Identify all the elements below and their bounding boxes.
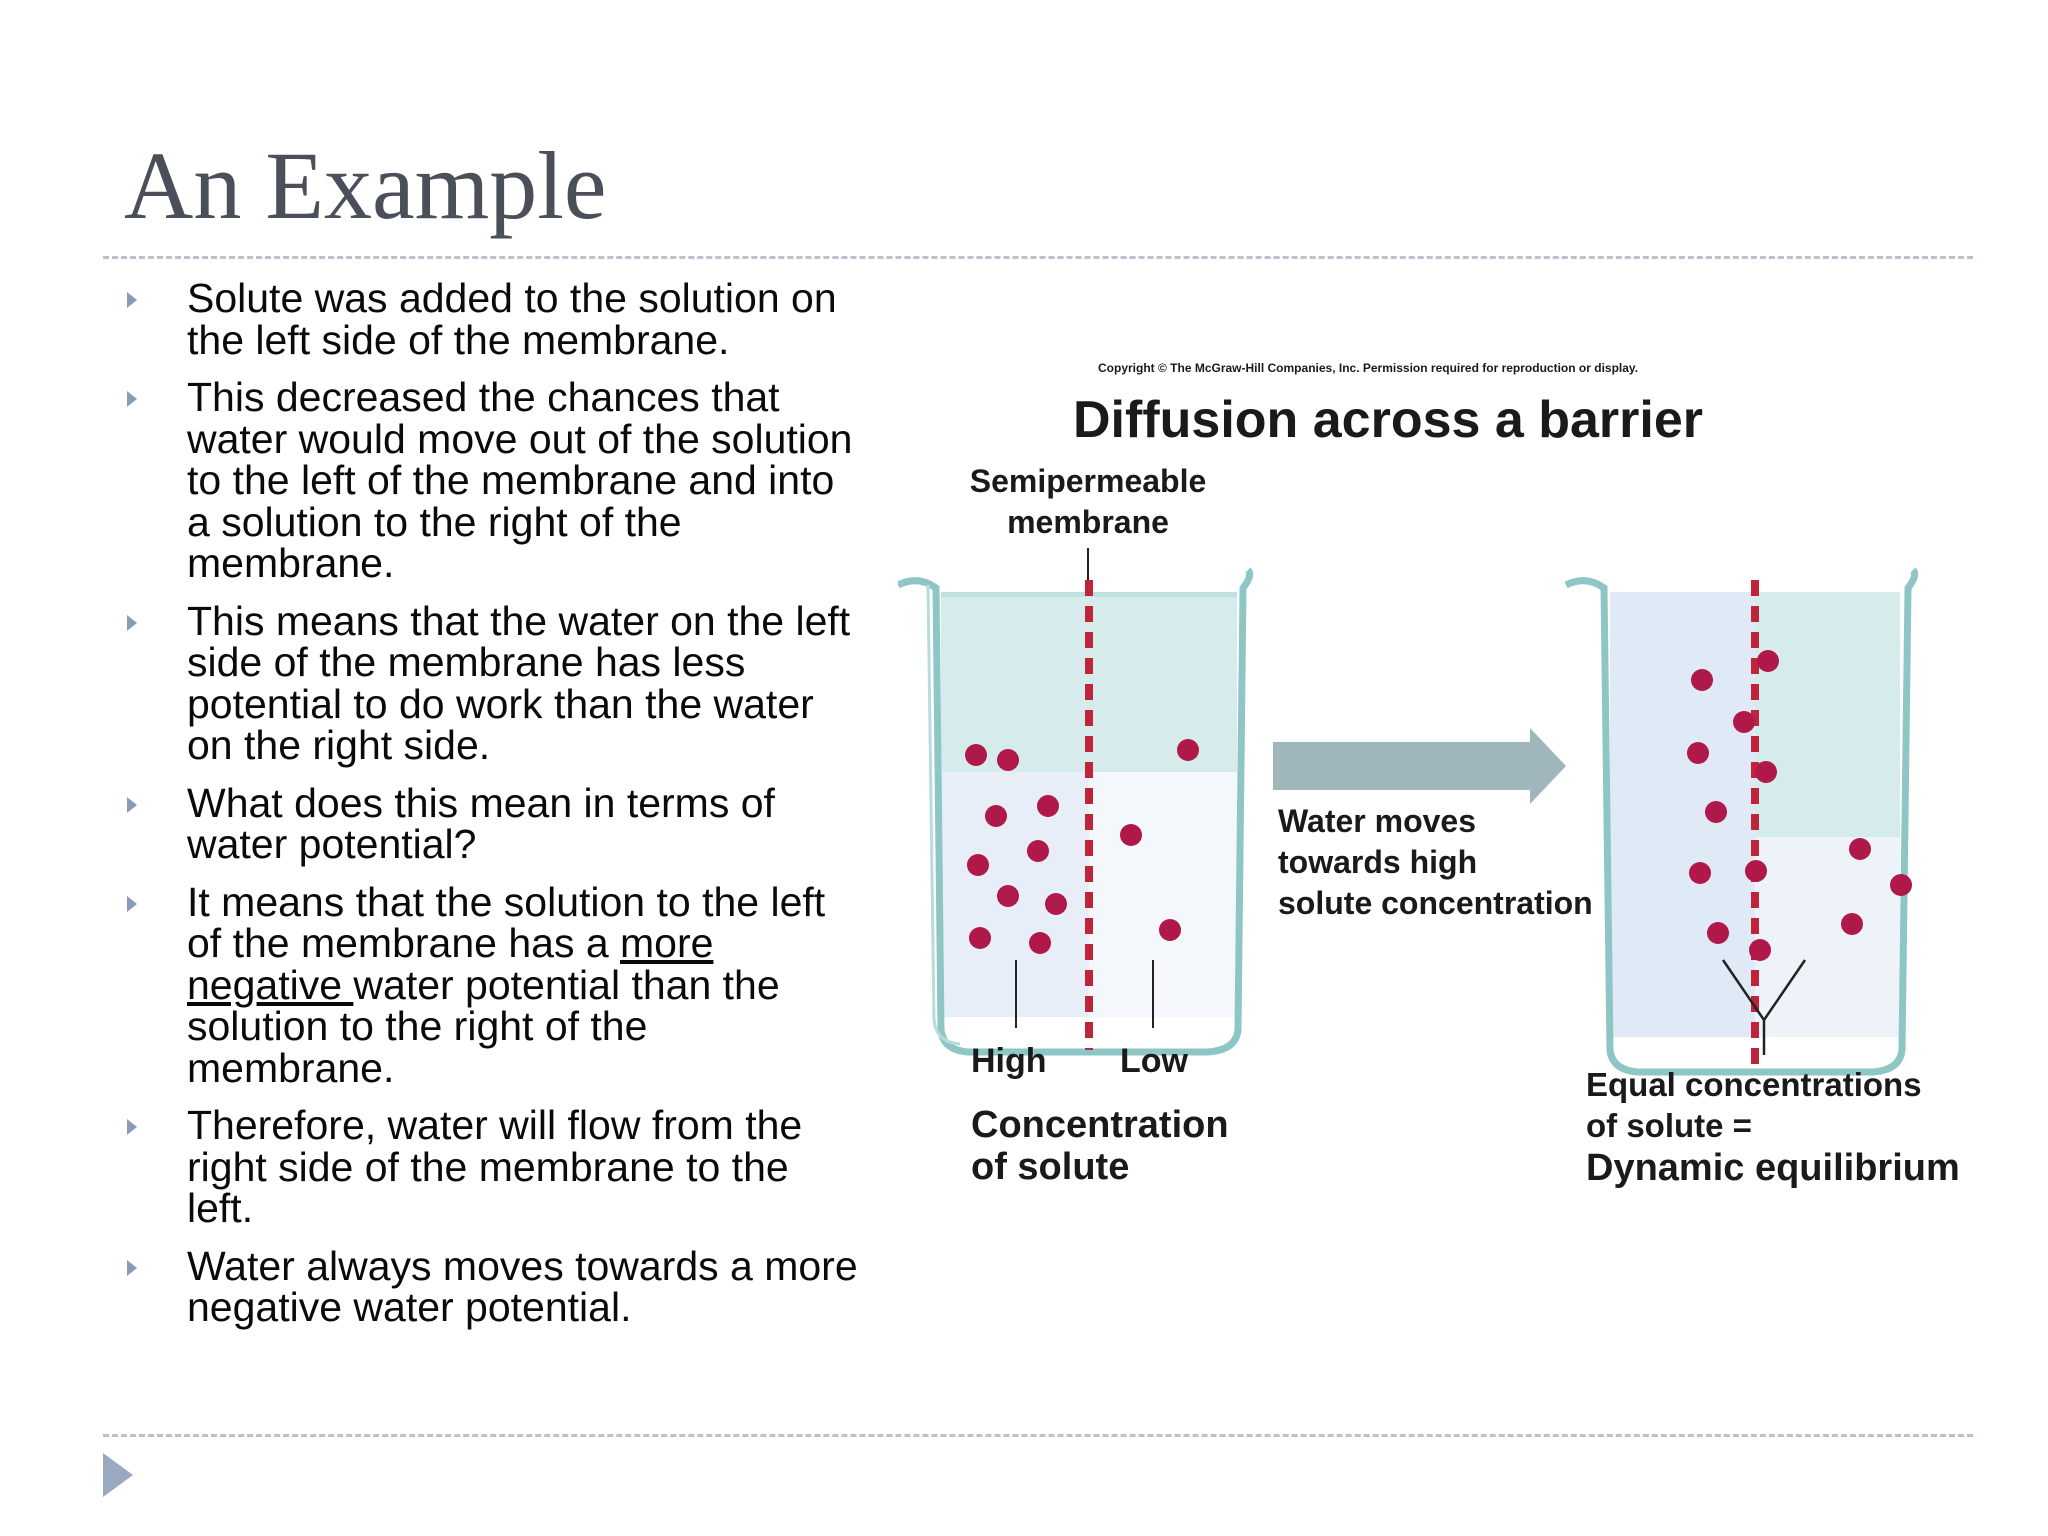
bullet-arrow-icon (127, 796, 137, 813)
copyright-notice: Copyright © The McGraw-Hill Companies, I… (1098, 361, 1638, 375)
equal-pointer-lines (1721, 959, 1807, 1055)
bullet-arrow-icon (127, 1119, 137, 1135)
solute-particle (969, 927, 991, 949)
figure-title: Diffusion across a barrier (1073, 391, 1703, 449)
solute-particle (1120, 824, 1142, 846)
slide-title: An Example (124, 132, 607, 239)
bullet-arrow-icon (127, 292, 137, 308)
right-left-solution (1610, 592, 1755, 1037)
left-beaker (898, 567, 1254, 1056)
low-label: Low (1120, 1042, 1189, 1080)
solute-particle (1705, 801, 1727, 823)
equal-label-line2: of solute = (1586, 1107, 1752, 1144)
direction-arrow-icon (1273, 728, 1566, 804)
concentration-label-line2: of solute (971, 1146, 1129, 1188)
bullet-text-part: water potential than the solution to the… (187, 961, 780, 1091)
next-slide-arrow-icon[interactable] (103, 1453, 133, 1497)
right-solution (1089, 772, 1237, 1017)
solute-particle (1749, 939, 1771, 961)
bullet-text: This means that the water on the left si… (187, 597, 851, 768)
solute-particle (965, 744, 987, 766)
solute-particle (1689, 862, 1711, 884)
beaker-outline (898, 567, 1254, 1056)
arrow-label-line2: towards high (1278, 844, 1477, 880)
bullet-item: This means that the water on the left si… (124, 597, 859, 768)
bullet-item: What does this mean in terms of water po… (124, 779, 859, 867)
solute-particles (965, 650, 1912, 961)
solute-particle (1687, 742, 1709, 764)
solute-particle (1757, 650, 1779, 672)
membrane-label-line2: membrane (1007, 504, 1169, 540)
concentration-label-line1: Concentration (971, 1104, 1229, 1146)
bullet-text: This decreased the chances that water wo… (187, 374, 853, 586)
equal-label-line1: Equal concentrations (1586, 1066, 1922, 1103)
solute-particle (1707, 922, 1729, 944)
arrow-label-line3: solute concentration (1278, 885, 1593, 921)
bullet-item: This decreased the chances that water wo… (124, 374, 859, 586)
bullet-arrow-icon (127, 391, 137, 407)
solute-particle (1841, 913, 1863, 935)
solute-particle (997, 749, 1019, 771)
high-label: High (971, 1042, 1047, 1080)
arrow-label-line1: Water moves (1278, 803, 1476, 839)
bullet-item: Solute was added to the solution on the … (124, 275, 859, 363)
solute-particle (1029, 932, 1051, 954)
solute-particle (1691, 669, 1713, 691)
bullet-list: Solute was added to the solution on the … (124, 275, 859, 1345)
bullet-item: Water always moves towards a more negati… (124, 1242, 859, 1330)
solute-particle (1890, 874, 1912, 896)
underlined-phrase: more negative (187, 920, 714, 1008)
solute-particle (1027, 840, 1049, 862)
solute-particle (985, 805, 1007, 827)
solute-particle (1745, 860, 1767, 882)
bullet-text-part: It means that the solution to the left o… (187, 878, 826, 966)
diffusion-diagram: Copyright © The McGraw-Hill Companies, I… (898, 361, 1960, 1189)
beaker-outline (1564, 567, 1919, 1076)
bullet-text: Solute was added to the solution on the … (187, 275, 837, 363)
bullet-item: It means that the solution to the left o… (124, 879, 859, 1091)
bullet-item: Therefore, water will flow from the righ… (124, 1102, 859, 1231)
equal-label-line3: Dynamic equilibrium (1586, 1147, 1960, 1189)
bullet-text: What does this mean in terms of water po… (187, 779, 775, 867)
bullet-text: Therefore, water will flow from the righ… (187, 1102, 803, 1231)
bullet-text: Water always moves towards a more negati… (187, 1242, 858, 1330)
solute-particle (1849, 838, 1871, 860)
membrane-label-line1: Semipermeable (970, 463, 1207, 499)
bullet-text: It means that the solution to the left o… (187, 879, 825, 1091)
solute-particle (1037, 795, 1059, 817)
solute-particle (1733, 711, 1755, 733)
bullet-arrow-icon (127, 1259, 137, 1276)
solute-particle (1045, 893, 1067, 915)
solute-particle (1159, 919, 1181, 941)
solute-particle (967, 854, 989, 876)
footer-divider (103, 1434, 1973, 1437)
diffusion-figure: Copyright © The McGraw-Hill Companies, I… (898, 330, 1998, 1364)
solute-particle (997, 885, 1019, 907)
bullet-arrow-icon (127, 895, 137, 912)
solute-particle (1755, 761, 1777, 783)
right-beaker (1564, 567, 1919, 1076)
title-divider (103, 256, 1973, 259)
bullet-arrow-icon (127, 614, 137, 631)
right-right-solution (1755, 837, 1900, 1037)
solute-particle (1177, 739, 1199, 761)
